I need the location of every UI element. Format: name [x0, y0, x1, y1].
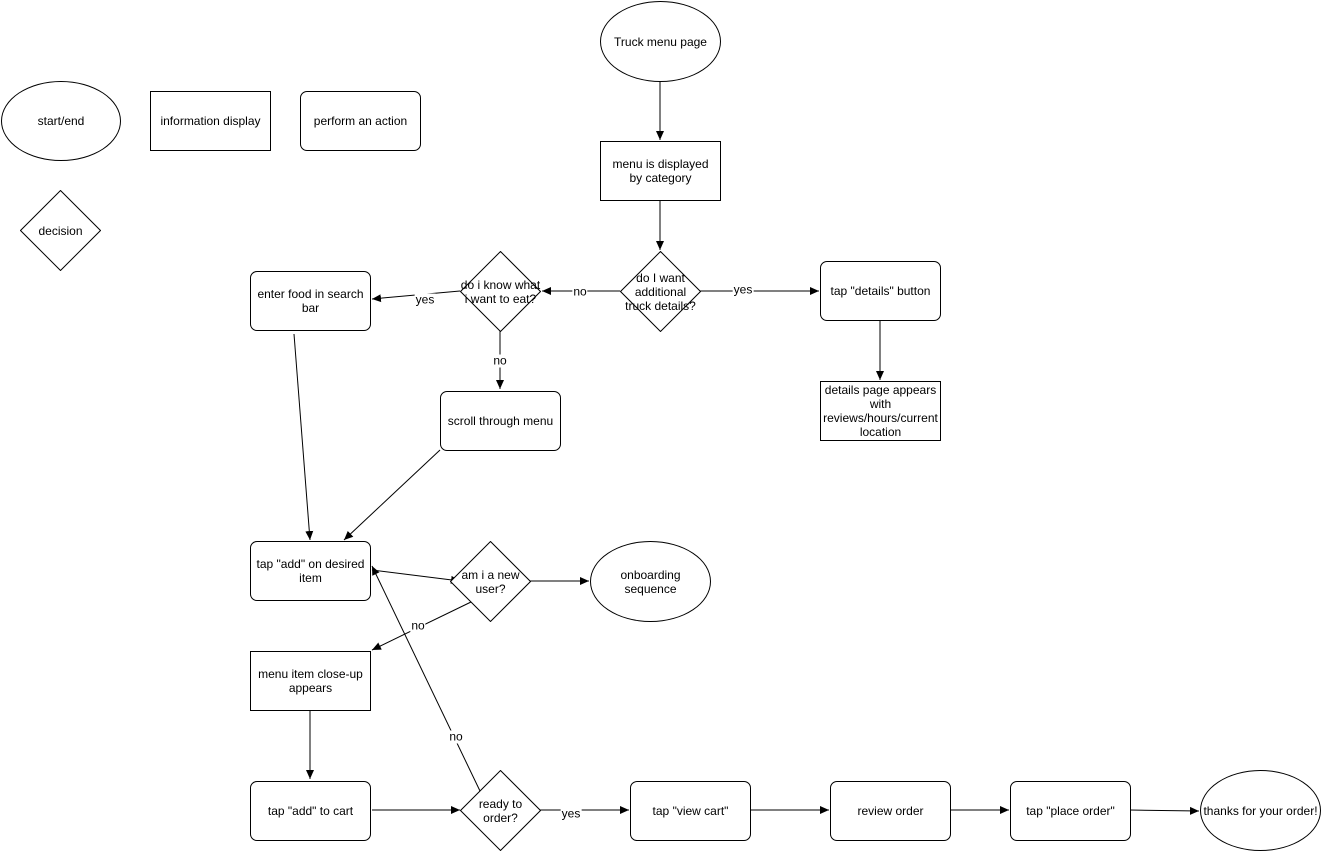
scroll-through-menu-label: scroll through menu	[447, 414, 554, 428]
details-page-appears-label: details page appears with reviews/hours/…	[823, 383, 938, 439]
thanks-for-order-label: thanks for your order!	[1203, 803, 1318, 818]
legend-information-display: information display	[150, 91, 271, 151]
know-what-to-eat-decision-label: do i know what i want to eat?	[460, 277, 541, 306]
additional-details-decision-label: do I want additional truck details?	[625, 270, 696, 313]
edge-label-know-no: no	[492, 353, 508, 368]
legend-decision: decision	[20, 190, 101, 271]
additional-details-decision-shape	[620, 251, 701, 332]
edge-label-details-yes: yes	[732, 282, 754, 297]
menu-by-category-node: menu is displayed by category	[600, 141, 721, 201]
tap-view-cart-node: tap "view cart"	[630, 781, 751, 841]
onboarding-sequence-label: onboarding sequence	[620, 567, 681, 596]
know-what-to-eat-decision-shape	[460, 251, 541, 332]
legend-perform-action-label: perform an action	[313, 114, 408, 128]
legend-start-end-label: start/end	[37, 114, 85, 128]
tap-details-button-label: tap "details" button	[830, 284, 931, 298]
legend-information-display-label: information display	[160, 114, 261, 128]
edge-label-new-user-no: no	[410, 618, 426, 633]
ready-to-order-decision-label: ready to order?	[478, 796, 523, 825]
truck-menu-page-node: Truck menu page	[600, 1, 721, 82]
edge-add-to-new-user	[371, 569, 461, 584]
enter-food-search-node: enter food in search bar	[250, 271, 371, 331]
edge-label-know-yes: yes	[414, 292, 436, 307]
tap-add-desired-item-label: tap "add" on desired item	[256, 557, 365, 585]
legend-perform-action: perform an action	[300, 91, 421, 151]
tap-add-to-cart-label: tap "add" to cart	[267, 804, 354, 818]
truck-menu-page-label: Truck menu page	[614, 34, 707, 49]
onboarding-sequence-node: onboarding sequence	[590, 541, 711, 622]
review-order-node: review order	[830, 781, 951, 841]
tap-view-cart-label: tap "view cart"	[652, 804, 729, 818]
new-user-decision-shape	[450, 541, 531, 622]
legend-start-end: start/end	[1, 81, 121, 161]
ready-to-order-decision-node: ready to order?	[460, 770, 541, 851]
scroll-through-menu-node: scroll through menu	[440, 391, 561, 451]
new-user-decision-node: am i a new user?	[450, 541, 531, 622]
additional-details-decision-node: do I want additional truck details?	[620, 251, 701, 332]
menu-item-closeup-node: menu item close-up appears	[250, 651, 371, 711]
legend-decision-label: decision	[38, 223, 83, 238]
tap-place-order-node: tap "place order"	[1010, 781, 1131, 841]
know-what-to-eat-decision-node: do i know what i want to eat?	[460, 251, 541, 332]
edge-label-ready-yes: yes	[560, 806, 582, 821]
review-order-label: review order	[857, 804, 924, 818]
tap-add-desired-item-node: tap "add" on desired item	[250, 541, 371, 601]
thanks-for-order-node: thanks for your order!	[1200, 770, 1321, 851]
edge-ready-no	[371, 565, 481, 792]
new-user-decision-label: am i a new user?	[461, 567, 520, 596]
edge-place-to-thanks	[1129, 806, 1200, 815]
edge-search-to-add	[293, 333, 314, 541]
tap-details-button-node: tap "details" button	[820, 261, 941, 321]
details-page-appears-node: details page appears with reviews/hours/…	[820, 381, 941, 441]
tap-place-order-label: tap "place order"	[1026, 804, 1115, 818]
legend-decision-shape	[20, 190, 101, 271]
tap-add-to-cart-node: tap "add" to cart	[250, 781, 371, 841]
edge-scroll-to-add	[343, 449, 441, 541]
menu-by-category-label: menu is displayed by category	[612, 157, 709, 185]
enter-food-search-label: enter food in search bar	[257, 287, 364, 315]
edge-label-ready-no: no	[448, 729, 464, 744]
menu-item-closeup-label: menu item close-up appears	[258, 667, 363, 695]
edge-label-details-no: no	[572, 284, 588, 299]
